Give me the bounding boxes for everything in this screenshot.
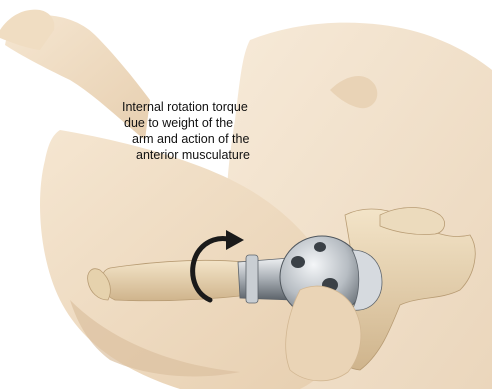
annotation-line-4: anterior musculature — [112, 147, 302, 163]
implant-hole — [314, 242, 326, 252]
humerus-bone — [102, 260, 250, 300]
torque-annotation: Internal rotation torque due to weight o… — [112, 99, 302, 163]
implant-collar — [246, 255, 258, 303]
annotation-line-3: arm and action of the — [112, 131, 302, 147]
annotation-line-2: due to weight of the — [112, 115, 302, 131]
annotation-line-1: Internal rotation torque — [112, 99, 302, 115]
implant-hole — [291, 256, 305, 268]
